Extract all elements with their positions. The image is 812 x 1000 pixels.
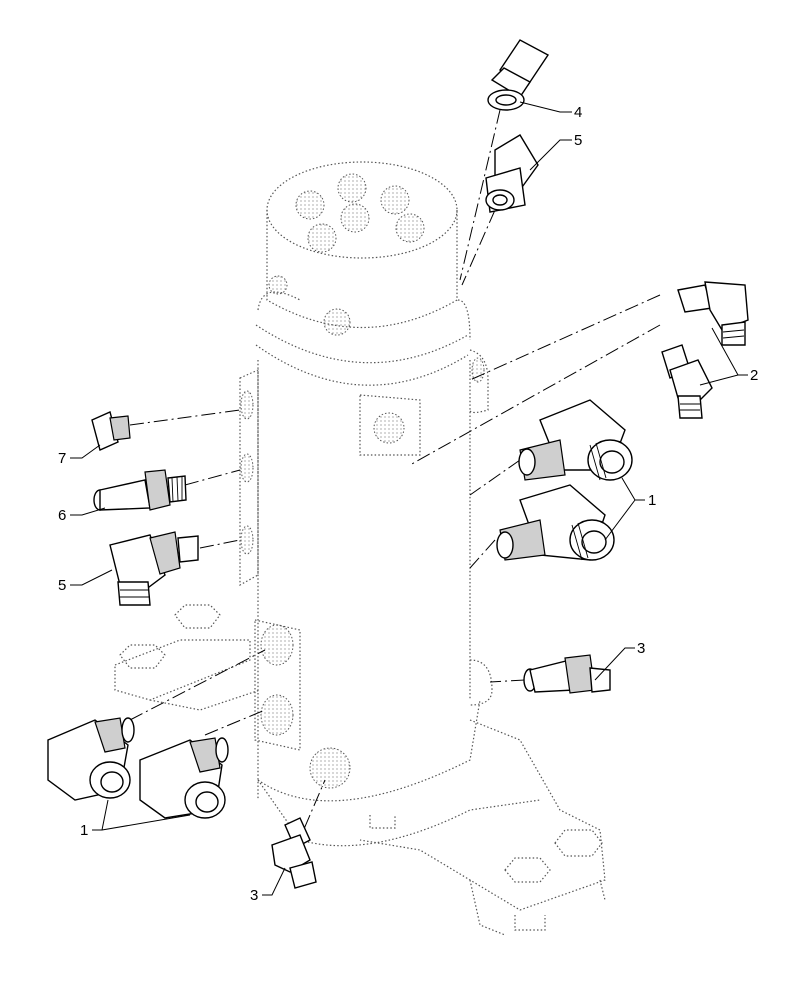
tee-fitting-1-left-b <box>139 737 229 819</box>
straight-connector-6 <box>93 469 187 511</box>
assembly-center-lines <box>129 109 661 851</box>
callout-leader-lines <box>70 101 748 896</box>
callout-3-bottom: 3 <box>250 887 258 904</box>
tee-fitting-1-left-a <box>47 717 135 801</box>
elbow-fitting-5-top <box>485 134 539 213</box>
elbow-fitting-5-left <box>109 531 199 606</box>
elbow-fitting-4 <box>487 39 550 111</box>
callout-6: 6 <box>58 507 66 524</box>
elbow-fitting-2-lower <box>661 344 713 419</box>
tee-fitting-1-lower <box>496 484 615 561</box>
callout-2: 2 <box>750 367 758 384</box>
callout-3-right: 3 <box>637 640 645 657</box>
callout-1-right: 1 <box>648 492 656 509</box>
callout-1-left: 1 <box>80 822 88 839</box>
callout-4: 4 <box>574 104 582 121</box>
callouts: 4 5 2 1 7 6 5 3 1 3 <box>58 104 758 904</box>
elbow-fitting-3-bottom <box>271 817 317 889</box>
elbow-fitting-3-right <box>523 654 611 694</box>
callout-5-left: 5 <box>58 577 66 594</box>
callout-5-top: 5 <box>574 132 582 149</box>
elbow-fitting-2-upper <box>677 281 749 346</box>
tee-fitting-1-upper <box>518 399 633 481</box>
mounting-bolts <box>119 604 603 931</box>
callout-7: 7 <box>58 450 66 467</box>
swivel-body <box>114 161 606 936</box>
plug-7 <box>91 411 131 451</box>
